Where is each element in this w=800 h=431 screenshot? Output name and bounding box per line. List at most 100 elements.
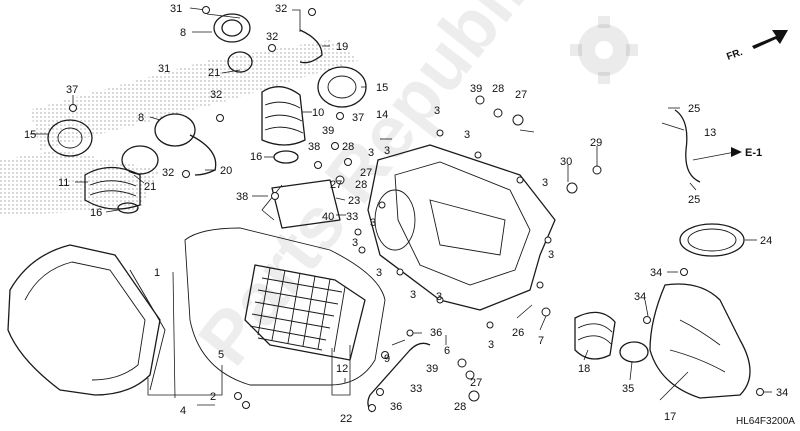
callout-3-i: 3 <box>376 267 382 279</box>
callout-21-left: 21 <box>144 181 156 193</box>
callout-27-mid: 27 <box>330 179 342 191</box>
callout-27-right: 27 <box>360 167 372 179</box>
callout-26: 26 <box>512 327 524 339</box>
fasteners <box>69 6 764 412</box>
callout-3-e: 3 <box>542 177 548 189</box>
callout-16-mid: 16 <box>250 151 262 163</box>
callout-6: 6 <box>444 345 450 357</box>
callout-28-mid: 28 <box>342 141 354 153</box>
callout-36-bottom: 36 <box>390 401 402 413</box>
reference-arrow-icon <box>731 147 742 157</box>
callout-37-left: 37 <box>66 84 78 96</box>
intake-boot-10 <box>261 86 306 146</box>
band-16-mid <box>273 150 299 164</box>
callout-32-low: 32 <box>162 167 174 179</box>
front-direction-indicator: FR. <box>725 30 788 63</box>
callout-3-d: 3 <box>384 145 390 157</box>
callout-39-bottom: 39 <box>426 363 438 375</box>
callout-9: 9 <box>384 353 390 365</box>
band-35 <box>619 341 649 363</box>
callout-15-left: 15 <box>24 129 36 141</box>
intake-boot-11 <box>84 166 141 210</box>
callout-36-top: 36 <box>430 327 442 339</box>
callout-13: 13 <box>704 127 716 139</box>
callout-25-top: 25 <box>688 103 700 115</box>
bracket-4 <box>147 365 223 396</box>
callout-38-mid: 38 <box>308 141 320 153</box>
intake-duct-ring <box>213 13 251 43</box>
callout-3-c: 3 <box>368 147 374 159</box>
drain-hose-13 <box>674 109 701 183</box>
cover-plate-15-right <box>317 66 367 108</box>
intake-duct-8-left <box>154 113 196 147</box>
callout-21-top: 21 <box>208 67 220 79</box>
duct-band-24 <box>679 223 745 257</box>
callout-25-bottom: 25 <box>688 194 700 206</box>
callout-39-mid: 39 <box>322 125 334 137</box>
callout-34-bottom: 34 <box>776 387 788 399</box>
front-label: FR. <box>725 47 744 63</box>
diagram-code: HL64F3200A <box>736 416 795 427</box>
callout-27-bottom: 27 <box>470 377 482 389</box>
callout-2: 2 <box>210 391 216 403</box>
callout-23: 23 <box>348 195 360 207</box>
callout-39-top: 39 <box>470 83 482 95</box>
callout-3-j: 3 <box>410 289 416 301</box>
band-21-top <box>227 51 253 73</box>
callout-34-right: 34 <box>650 267 662 279</box>
air-cleaner-cover <box>7 244 161 396</box>
band-21-left <box>121 145 159 175</box>
callout-3-f: 3 <box>370 217 376 229</box>
harness-19 <box>299 29 323 64</box>
callout-20: 20 <box>220 165 232 177</box>
callout-14: 14 <box>376 109 388 121</box>
callout-30: 30 <box>560 156 572 168</box>
callout-28-top: 28 <box>492 83 504 95</box>
front-arrow-icon <box>752 30 788 49</box>
cover-gasket <box>184 227 386 386</box>
callout-37-mid: 37 <box>352 112 364 124</box>
callout-31-left: 31 <box>158 63 170 75</box>
leader-lines <box>30 7 772 406</box>
callout-3-b: 3 <box>464 129 470 141</box>
bracket-12 <box>331 345 351 396</box>
callout-40: 40 <box>322 211 334 223</box>
callout-31-top: 31 <box>170 3 182 15</box>
callout-10: 10 <box>312 107 324 119</box>
callout-8-top: 8 <box>180 27 186 39</box>
callout-33-mid: 33 <box>346 211 358 223</box>
callout-32-mid: 32 <box>266 31 278 43</box>
callout-7: 7 <box>538 335 544 347</box>
callout-19: 19 <box>336 41 348 53</box>
callout-5: 5 <box>218 349 224 361</box>
connecting-tube-18 <box>574 311 616 360</box>
callout-27-top: 27 <box>515 89 527 101</box>
resonator-23 <box>271 179 341 229</box>
callout-33-bottom: 33 <box>410 383 422 395</box>
dotted-band-left <box>0 150 160 215</box>
intake-duct-17 <box>649 283 751 399</box>
callout-34-left: 34 <box>634 291 646 303</box>
callout-3-a: 3 <box>434 105 440 117</box>
band-16-left <box>117 202 139 214</box>
harness-20 <box>189 134 217 176</box>
callout-4: 4 <box>180 405 186 417</box>
callout-22: 22 <box>340 413 352 425</box>
callout-3-k: 3 <box>488 339 494 351</box>
cover-plate-15-left <box>47 119 93 157</box>
air-cleaner-housing <box>367 144 556 311</box>
reference-label: E-1 <box>745 147 762 159</box>
callout-12: 12 <box>336 363 348 375</box>
callout-3-h: 3 <box>548 249 554 261</box>
callout-24: 24 <box>760 235 772 247</box>
callout-32-top: 32 <box>275 3 287 15</box>
callout-32-left: 32 <box>210 89 222 101</box>
callout-28-right: 28 <box>355 179 367 191</box>
callout-labels: 31 32 8 19 32 21 15 37 31 32 10 37 15 8 … <box>24 3 788 425</box>
callout-8-left: 8 <box>138 112 144 124</box>
dotted-band-top <box>30 40 360 150</box>
callout-18: 18 <box>578 363 590 375</box>
callout-16-left: 16 <box>90 207 102 219</box>
